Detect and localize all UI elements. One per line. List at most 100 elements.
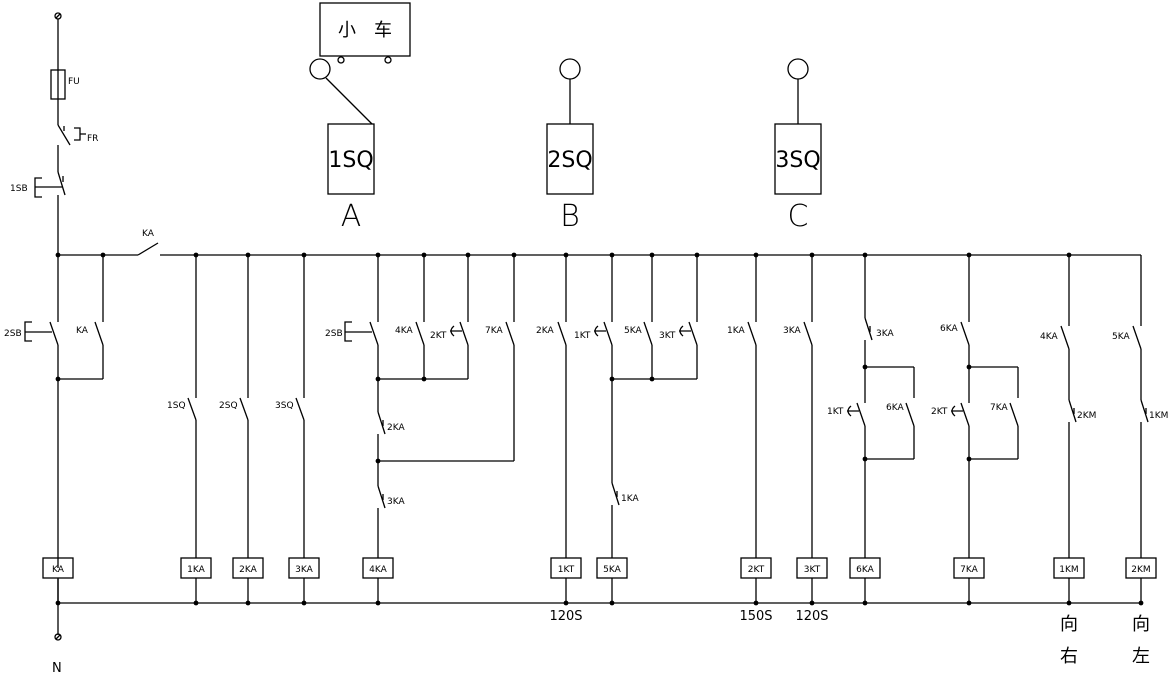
timer-contact-icon xyxy=(450,325,462,337)
no-contact xyxy=(557,321,567,346)
neutral-label: N xyxy=(52,661,62,674)
contact-label: 1SQ xyxy=(167,401,186,411)
no-contact xyxy=(505,321,515,346)
nc-contact xyxy=(1140,399,1149,423)
nc-contact xyxy=(377,411,386,435)
no-contact xyxy=(603,321,613,346)
stop-button-label: 1SB xyxy=(10,184,28,194)
coil-1kt: 1KT xyxy=(550,557,582,606)
bus-ka-contact xyxy=(137,242,159,256)
coil-3kt: 3KT xyxy=(796,557,828,606)
junction-dot xyxy=(1138,600,1144,606)
coil-ka: KA xyxy=(42,557,74,606)
nc-contact xyxy=(1068,399,1077,423)
contact-label: 3KA xyxy=(783,326,801,336)
contact-label: 3KT xyxy=(659,331,676,341)
no-contact xyxy=(459,321,469,346)
junction-dot xyxy=(609,600,615,606)
cart-label: 小 车 xyxy=(338,20,392,41)
coil-5ka: 5KA xyxy=(596,557,628,606)
start-button-contact xyxy=(49,321,59,346)
junction-dot xyxy=(245,600,251,606)
nc-contact xyxy=(611,482,620,506)
coil-1km: 1KM xyxy=(1053,557,1085,606)
coil-3ka: 3KA xyxy=(288,557,320,606)
thermal-icon xyxy=(74,127,86,141)
cart-roller xyxy=(309,58,331,80)
direction-char: 向 xyxy=(1060,614,1078,635)
hold-contact-label: KA xyxy=(76,326,89,336)
fuse-label: FU xyxy=(68,77,80,87)
coil-label: 3KA xyxy=(295,565,313,575)
coil-2kt: 2KT xyxy=(740,557,772,606)
contact-label: 2KT xyxy=(430,331,447,341)
coil-2km: 2KM xyxy=(1125,557,1157,606)
pushbutton-icon xyxy=(34,177,62,198)
coil-7ka: 7KA xyxy=(953,557,985,606)
no-contact xyxy=(803,321,813,346)
junction-dot xyxy=(301,600,307,606)
contact-label: 3SQ xyxy=(275,401,294,411)
cart-body xyxy=(319,2,411,57)
position-label: C xyxy=(788,199,809,234)
contact-label: 1KA xyxy=(727,326,745,336)
coil-label: 7KA xyxy=(960,565,978,575)
start-circuit: 2SB KA N xyxy=(4,252,106,674)
contact-label: 2SB xyxy=(325,329,343,339)
timer-contact-icon xyxy=(951,405,963,417)
nc-contact xyxy=(377,485,386,509)
pushbutton-icon xyxy=(24,321,52,342)
contact-label: 2KT xyxy=(931,407,948,417)
no-contact xyxy=(960,402,970,427)
contact-label: 5KA xyxy=(624,326,642,336)
start-button-label: 2SB xyxy=(4,329,22,339)
contact-label: 1KM xyxy=(1149,411,1168,421)
coil-4ka: 4KA xyxy=(362,557,394,606)
sensor-box xyxy=(327,123,375,195)
no-contact xyxy=(905,402,915,427)
coil-6ka: 6KA xyxy=(849,557,881,606)
position-label: A xyxy=(341,199,362,234)
sensor-box xyxy=(774,123,822,195)
terminal-n xyxy=(54,633,62,641)
contact-label: 3KA xyxy=(387,497,405,507)
coil-label: 1KT xyxy=(558,565,575,575)
hold-contact xyxy=(94,321,104,346)
contact-label: 5KA xyxy=(1112,332,1130,342)
coil-label: 5KA xyxy=(603,565,621,575)
contact-label: 6KA xyxy=(886,403,904,413)
no-contact xyxy=(960,321,970,346)
no-contact xyxy=(747,321,757,346)
sensor-label: 1SQ xyxy=(328,148,373,173)
contact-label: 2KM xyxy=(1077,411,1096,421)
contact-label: 7KA xyxy=(990,403,1008,413)
no-contact xyxy=(688,321,698,346)
junction-dot xyxy=(809,600,815,606)
limit-switch-3sq: 3SQ C xyxy=(774,58,822,234)
cart-actuator-arm xyxy=(325,77,373,125)
contact-label: 1KT xyxy=(827,407,844,417)
coil-label: 1KM xyxy=(1059,565,1078,575)
contact-label: 4KA xyxy=(1040,332,1058,342)
junction-dot xyxy=(55,376,61,382)
no-contact xyxy=(856,402,866,427)
no-contact xyxy=(643,321,653,346)
timer-value: 120S xyxy=(795,609,828,624)
bus-ka-label: KA xyxy=(142,229,155,239)
cart-wheel xyxy=(337,56,345,64)
terminal-mark xyxy=(55,634,61,640)
timer-contact-icon xyxy=(679,325,691,337)
sensor-roller xyxy=(787,58,809,80)
no-contact xyxy=(1060,325,1070,350)
junction-dot xyxy=(193,600,199,606)
contact-label: 3KA xyxy=(876,329,894,339)
sensor-box xyxy=(546,123,594,195)
coil-label: 2KT xyxy=(748,565,765,575)
limit-switch-2sq: 2SQ B xyxy=(546,58,594,234)
contact-label: 1KA xyxy=(621,494,639,504)
limit-switch-1sq: 1SQ A xyxy=(327,123,375,234)
supply-line: FU FR 1SB xyxy=(10,12,98,255)
contact-label: 2SQ xyxy=(219,401,238,411)
